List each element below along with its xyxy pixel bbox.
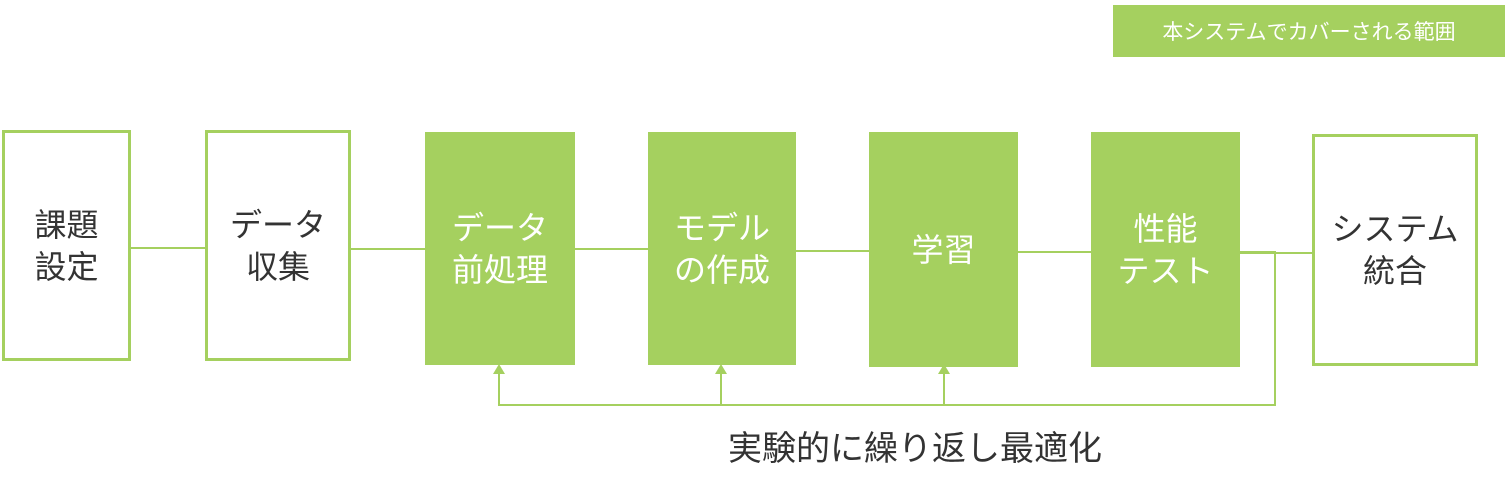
step-system-integration: システム 統合 — [1312, 134, 1478, 366]
step-label-line1: システム — [1331, 210, 1459, 248]
step-label-line2: 設定 — [34, 247, 99, 286]
arrow-up-icon — [715, 364, 727, 374]
step-training: 学習 — [869, 132, 1018, 367]
step-label-line2: 収集 — [245, 247, 310, 286]
arrow-up-icon — [938, 364, 950, 374]
step-problem-definition: 課題 設定 — [2, 130, 131, 361]
feedback-loop-line — [498, 251, 1276, 406]
step-label-line1: 課題 — [34, 205, 99, 244]
iteration-loop-label: 実験的に繰り返し最適化 — [728, 429, 1102, 469]
step-performance-test: 性能 テスト — [1091, 132, 1240, 367]
step-label-line2: テスト — [1117, 251, 1214, 290]
step-data-collection: データ 収集 — [205, 130, 351, 361]
step-label-line2: 前処理 — [451, 250, 548, 289]
step-data-preprocessing: データ 前処理 — [425, 132, 575, 365]
step-model-creation: モデル の作成 — [648, 132, 796, 365]
step-label-line2: の作成 — [673, 250, 770, 289]
covered-scope-legend: 本システムでカバーされる範囲 — [1113, 5, 1505, 57]
step-label-line1: モデル — [673, 208, 770, 247]
step-label-line2: 統合 — [1362, 252, 1427, 290]
step-label-line1: 学習 — [911, 230, 976, 269]
step-label-line1: データ — [451, 208, 548, 247]
step-label-line1: 性能 — [1133, 209, 1198, 248]
step-label-line1: データ — [229, 205, 326, 244]
arrow-up-icon — [493, 364, 505, 374]
